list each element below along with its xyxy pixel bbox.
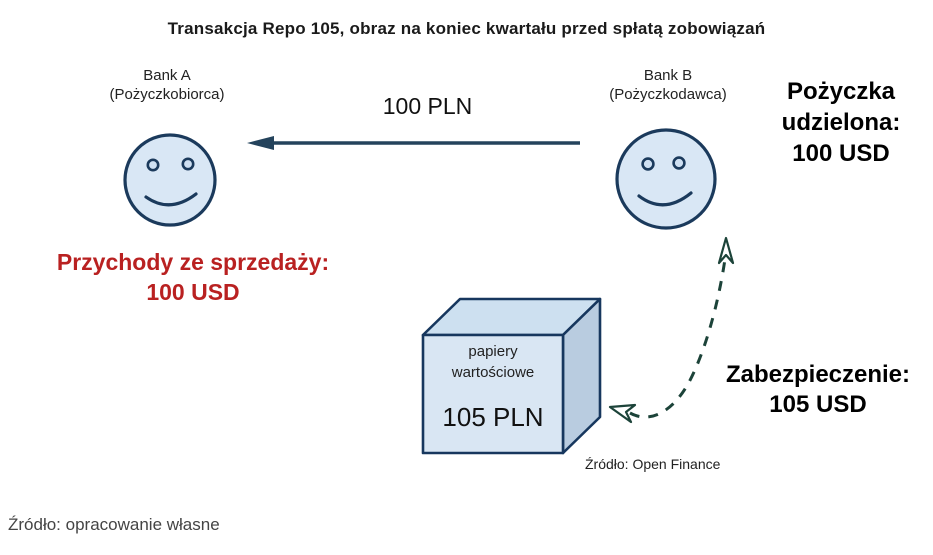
bank-b-role: (Pożyczkodawca) [609,86,727,103]
bank-a-role: (Pożyczkobiorca) [109,86,225,103]
securities-box-label: papiery wartościowe [451,343,535,381]
securities-box [421,297,602,455]
diagram-source: Źródło: Open Finance [585,456,721,472]
proceeds-label: Przychody ze sprzedaży: 100 USD [56,249,330,305]
collateral-arrow [608,236,735,424]
cash-arrow [247,136,580,150]
bank-a-label: Bank A (Pożyczkobiorca) [67,66,267,104]
securities-box-value: 105 PLN [442,402,544,432]
bank-b-label: Bank B (Pożyczkodawca) [568,66,768,104]
diagram-title: Transakcja Repo 105, obraz na koniec kwa… [167,19,766,38]
cash-amount-label: 100 PLN [382,93,473,119]
bank-a-name: Bank A [143,67,191,84]
page-source: Źródło: opracowanie własne [8,515,220,534]
bank-b-smiley-icon [615,128,717,230]
bank-a-smiley-icon [123,133,217,227]
collateral-label: Zabezpieczenie: 105 USD [725,361,911,418]
loan-label: Pożyczka udzielona: 100 USD [781,78,901,167]
bank-b-name: Bank B [643,67,693,84]
